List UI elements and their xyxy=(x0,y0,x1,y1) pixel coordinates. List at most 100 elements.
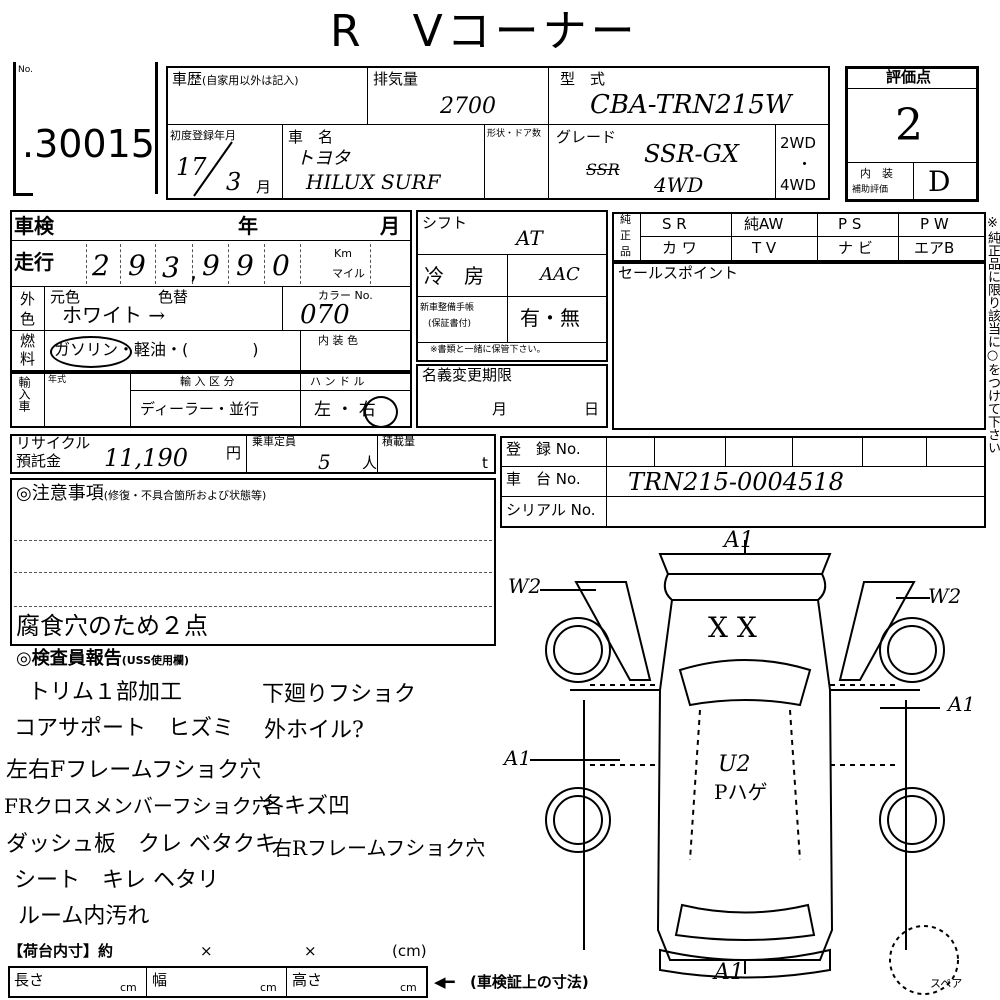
dims-width: 幅 xyxy=(152,971,168,989)
cargo-unit: (cm) xyxy=(392,942,427,960)
mileage-digit-3: 3 xyxy=(162,251,180,284)
no-box-left xyxy=(13,62,16,194)
first-reg-label: 初度登録年月 xyxy=(170,129,236,142)
interior-value: D xyxy=(928,165,951,198)
car-diagram xyxy=(530,540,959,995)
color-side-1: 外 xyxy=(20,290,36,308)
import-grid xyxy=(10,372,412,428)
caution-label: ◎注意事項(修復・不具合箇所および状態等) xyxy=(16,483,267,504)
car-name: HILUX SURF xyxy=(306,170,441,194)
report-line-4: FRクロスメンバーフショク穴 xyxy=(4,794,272,818)
capacity-value: 5 xyxy=(318,450,331,474)
fuel-side-1: 燃 xyxy=(20,332,36,350)
genuine-sr: S R xyxy=(662,215,687,233)
report-line-1: トリム１部加工 xyxy=(28,680,183,705)
cargo-label: 【荷台内寸】約 xyxy=(8,942,114,960)
genuine-aw: 純AW xyxy=(744,215,784,233)
model-value: CBA-TRN215W xyxy=(590,90,792,120)
report-line-9: 外ホイル? xyxy=(264,718,364,743)
dims-arrow: ◀━ xyxy=(434,973,455,991)
score-value: 2 xyxy=(895,100,923,151)
sales-point-box xyxy=(612,262,986,430)
mileage-unit-km: Km xyxy=(334,247,352,260)
first-reg-year: 17 xyxy=(176,153,207,181)
color-code-label: カラー No. xyxy=(318,289,373,302)
no-box-bottom xyxy=(13,193,33,196)
genuine-leather: カ ワ xyxy=(662,239,697,257)
manual-note: ※書類と一緒に保管下さい。 xyxy=(430,345,546,355)
interior-label-1: 内 装 xyxy=(860,167,893,180)
grade-value: SSR-GX xyxy=(644,140,739,168)
recycle-unit: 円 xyxy=(226,444,242,462)
grade-label: グレード xyxy=(556,128,617,146)
vehicle-info-grid xyxy=(166,66,830,200)
trim-color-label: 内 装 色 xyxy=(318,334,358,347)
shift-label: シフト xyxy=(422,214,468,232)
color-code: 070 xyxy=(300,300,350,330)
fuel-side-2: 料 xyxy=(20,350,36,368)
chassis-no-label: 車 台 No. xyxy=(506,470,581,488)
diagram-spare-label: スペア xyxy=(930,977,963,990)
first-reg-unit: 月 xyxy=(256,178,272,196)
drive-sep: ・ xyxy=(797,155,813,173)
mileage-digit-2: 9 xyxy=(128,249,146,282)
interior-label-2: 補助評価 xyxy=(852,185,889,195)
report-line-8: 下廻りフショク xyxy=(262,682,417,707)
import-year-label: 年式 xyxy=(48,375,67,385)
no-box-right xyxy=(155,62,158,194)
capacity-label: 乗車定員 xyxy=(252,435,296,448)
car-maker: トヨタ xyxy=(296,148,350,169)
manual-label-2: (保証書付) xyxy=(428,319,472,329)
mileage-digit-1: 2 xyxy=(92,249,110,282)
report-line-6: シート キレ ヘタリ xyxy=(14,868,219,893)
color-side-2: 色 xyxy=(20,310,36,328)
genuine-tv: T V xyxy=(752,239,777,257)
first-reg-slash xyxy=(193,141,233,197)
page-title: R Vコーナー xyxy=(330,6,639,57)
mileage-unit-mile: マイル xyxy=(332,267,365,280)
diagram-roof-code: U2 xyxy=(718,752,751,777)
manual-value: 有・無 xyxy=(520,306,580,330)
sales-point-label: セールスポイント xyxy=(618,264,739,282)
dims-grid xyxy=(8,966,428,998)
grade-drive: 4WD xyxy=(654,173,704,197)
genuine-side-2: 正 xyxy=(620,229,631,242)
ac-value: AAC xyxy=(540,264,580,285)
genuine-grid xyxy=(612,212,986,262)
genuine-side-1: 純 xyxy=(620,213,631,226)
mileage-digit-5: 9 xyxy=(236,249,254,282)
recycle-label-1: リサイクル xyxy=(16,434,91,452)
diagram-right-side-code: A1 xyxy=(948,692,976,716)
genuine-ps: P S xyxy=(838,215,862,233)
load-unit: t xyxy=(482,454,488,472)
diagram-roof-note: Pハゲ xyxy=(714,780,768,804)
caution-box xyxy=(10,478,496,646)
name-change-label: 名義変更期限 xyxy=(422,366,513,384)
cargo-x1: × xyxy=(200,942,213,960)
mileage-label: 走行 xyxy=(14,250,54,274)
report-line-7: ルーム内汚れ xyxy=(18,904,150,929)
dims-length-unit: cm xyxy=(120,981,137,994)
report-line-11: 右Rフレームフショク穴 xyxy=(272,836,486,860)
report-line-3: 左右Fフレームフショク穴 xyxy=(6,758,262,783)
no-label: No. xyxy=(18,65,33,75)
load-label: 積載量 xyxy=(382,435,415,448)
caution-text: 腐食穴のため２点 xyxy=(16,612,208,640)
displacement-value: 2700 xyxy=(440,94,496,119)
history-label: 車歴(自家用以外は記入) xyxy=(172,70,299,88)
fuel-selected-circle xyxy=(50,336,132,368)
dims-note: (車検証上の寸法) xyxy=(470,973,589,991)
handle-selected-circle xyxy=(364,396,398,428)
color-change-label: 色替 xyxy=(158,288,189,306)
report-line-5: ダッシュ板 クレ ベタクキ xyxy=(6,832,277,857)
name-change-day: 日 xyxy=(584,400,600,418)
import-kbn-label: 輸 入 区 分 xyxy=(180,375,235,388)
displacement-label: 排気量 xyxy=(373,70,419,88)
report-line-10: 各キズ凹 xyxy=(262,794,351,819)
handle-label: ハ ン ド ル xyxy=(310,375,365,388)
inspection-month: 月 xyxy=(380,214,400,238)
mileage-digit-6: 0 xyxy=(272,249,290,282)
serial-no-label: シリアル No. xyxy=(506,501,596,519)
recycle-grid xyxy=(10,434,496,474)
car-name-label: 車 名 xyxy=(288,128,334,146)
